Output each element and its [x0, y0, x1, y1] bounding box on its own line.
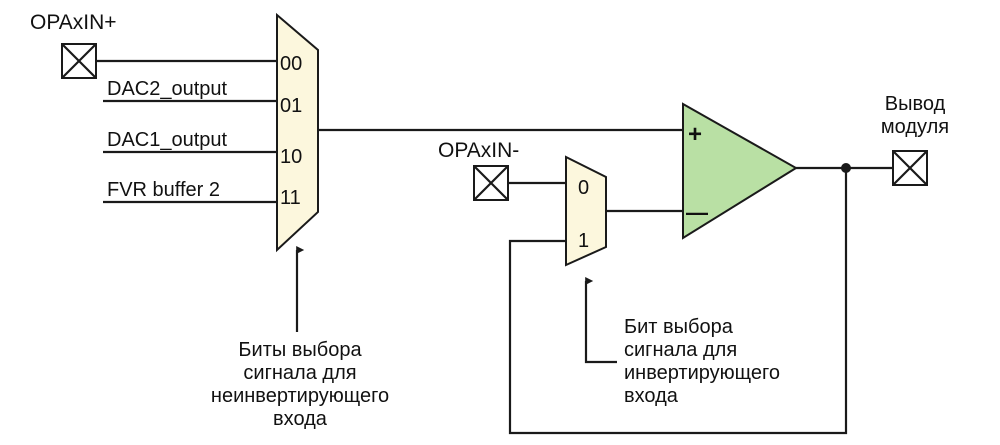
pin-opaxin-plus-icon — [61, 43, 97, 79]
mux-code-1: 1 — [578, 230, 589, 252]
op-amp-minus-sign: — — [686, 200, 708, 225]
op-amp-triangle — [682, 102, 798, 240]
caption-inv-line1: Бит выбора — [624, 316, 734, 338]
inv-input-mux — [565, 155, 607, 267]
op-amp-plus-sign: + — [688, 121, 702, 148]
wire-feedback — [508, 168, 848, 435]
label-opaxin-plus: OPAxIN+ — [30, 11, 117, 34]
mux-code-10: 10 — [280, 146, 302, 168]
mux-code-00: 00 — [280, 53, 302, 75]
mux-code-0: 0 — [578, 177, 589, 199]
pin-opaxin-minus-icon — [473, 165, 509, 201]
pin-output-icon — [892, 150, 928, 186]
junction-dot — [841, 163, 851, 173]
label-output-line1: Вывод — [885, 93, 946, 115]
mux-code-01: 01 — [280, 95, 302, 117]
label-dac2-output: DAC2_output — [107, 78, 228, 100]
caption-inv-line4: входа — [624, 385, 679, 407]
label-output-line2: модуля — [881, 116, 949, 138]
caption-noninv-line2: сигнала для — [243, 362, 356, 384]
mux-code-11: 11 — [280, 187, 301, 209]
caption-noninv-line3: неинвертирующего — [211, 385, 389, 407]
label-fvr-buffer-2: FVR buffer 2 — [107, 179, 220, 201]
caption-noninv-line1: Биты выбора — [238, 339, 362, 361]
noninv-input-mux — [276, 12, 319, 253]
label-opaxin-minus: OPAxIN- — [438, 139, 519, 162]
caption-inv-line3: инвертирующего — [624, 362, 780, 384]
select-arrow-inv — [584, 277, 617, 364]
caption-inv-line2: сигнала для — [624, 339, 737, 361]
caption-noninv-line4: входа — [273, 408, 328, 430]
label-dac1-output: DAC1_output — [107, 129, 228, 151]
